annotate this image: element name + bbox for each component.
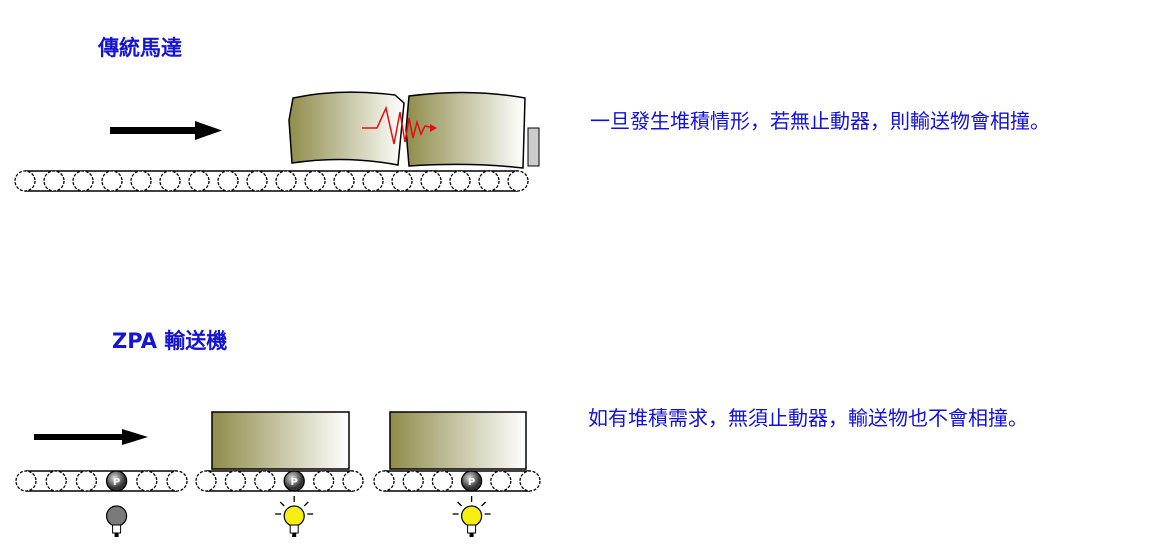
colliding-box-left (288, 91, 405, 166)
roller (75, 470, 98, 492)
roller (130, 170, 152, 192)
roller (304, 170, 326, 192)
roller (101, 170, 123, 192)
load-box (389, 411, 527, 470)
traditional-conveyor (14, 170, 529, 192)
roller (478, 170, 500, 192)
roller (43, 170, 65, 192)
roller (431, 470, 454, 492)
traditional-motor-description: 一旦發生堆積情形，若無止動器，則輸送物會相撞。 (590, 109, 1050, 133)
impact-vibration-icon (362, 105, 436, 145)
traditional-motor-title: 傳統馬達 (98, 36, 182, 60)
load-box (211, 411, 350, 470)
roller (362, 170, 384, 192)
zpa-zone: P (195, 411, 364, 537)
zpa-zone: P (15, 470, 188, 537)
roller (14, 170, 36, 192)
roller (519, 470, 541, 492)
zpa-conveyor-title: ZPA 輸送機 (112, 329, 228, 353)
roller (72, 170, 94, 192)
roller (224, 470, 247, 492)
roller (490, 470, 512, 492)
roller (275, 170, 297, 192)
roller (15, 470, 37, 492)
roller (136, 470, 158, 492)
sensor-label: P (113, 477, 120, 488)
roller (507, 170, 529, 192)
direction-arrow (34, 429, 148, 445)
roller (391, 170, 413, 192)
roller (188, 170, 210, 192)
roller (246, 170, 268, 192)
direction-arrow (110, 121, 222, 140)
stopper (527, 127, 540, 167)
zpa-zone: P (373, 411, 541, 537)
roller (195, 470, 217, 492)
roller (159, 170, 181, 192)
roller (217, 170, 239, 192)
sensor-label: P (291, 477, 298, 488)
colliding-box-right (405, 91, 526, 169)
photo-sensor-roller (283, 470, 305, 492)
roller (254, 470, 276, 492)
light-bulb-on-icon (452, 496, 491, 537)
light-bulb-on-icon (275, 496, 314, 537)
roller (402, 470, 424, 492)
photo-sensor-roller (105, 470, 128, 492)
roller (373, 470, 395, 492)
roller (420, 170, 442, 192)
sensor-label: P (468, 477, 475, 488)
roller (312, 470, 335, 492)
zpa-conveyor-description: 如有堆積需求，無須止動器，輸送物也不會相撞。 (588, 406, 1028, 430)
roller (166, 470, 188, 492)
light-bulb-off-icon (105, 505, 128, 537)
photo-sensor-roller (460, 470, 483, 492)
roller (342, 470, 364, 492)
roller (333, 170, 355, 192)
roller (45, 470, 67, 492)
roller (449, 170, 471, 192)
